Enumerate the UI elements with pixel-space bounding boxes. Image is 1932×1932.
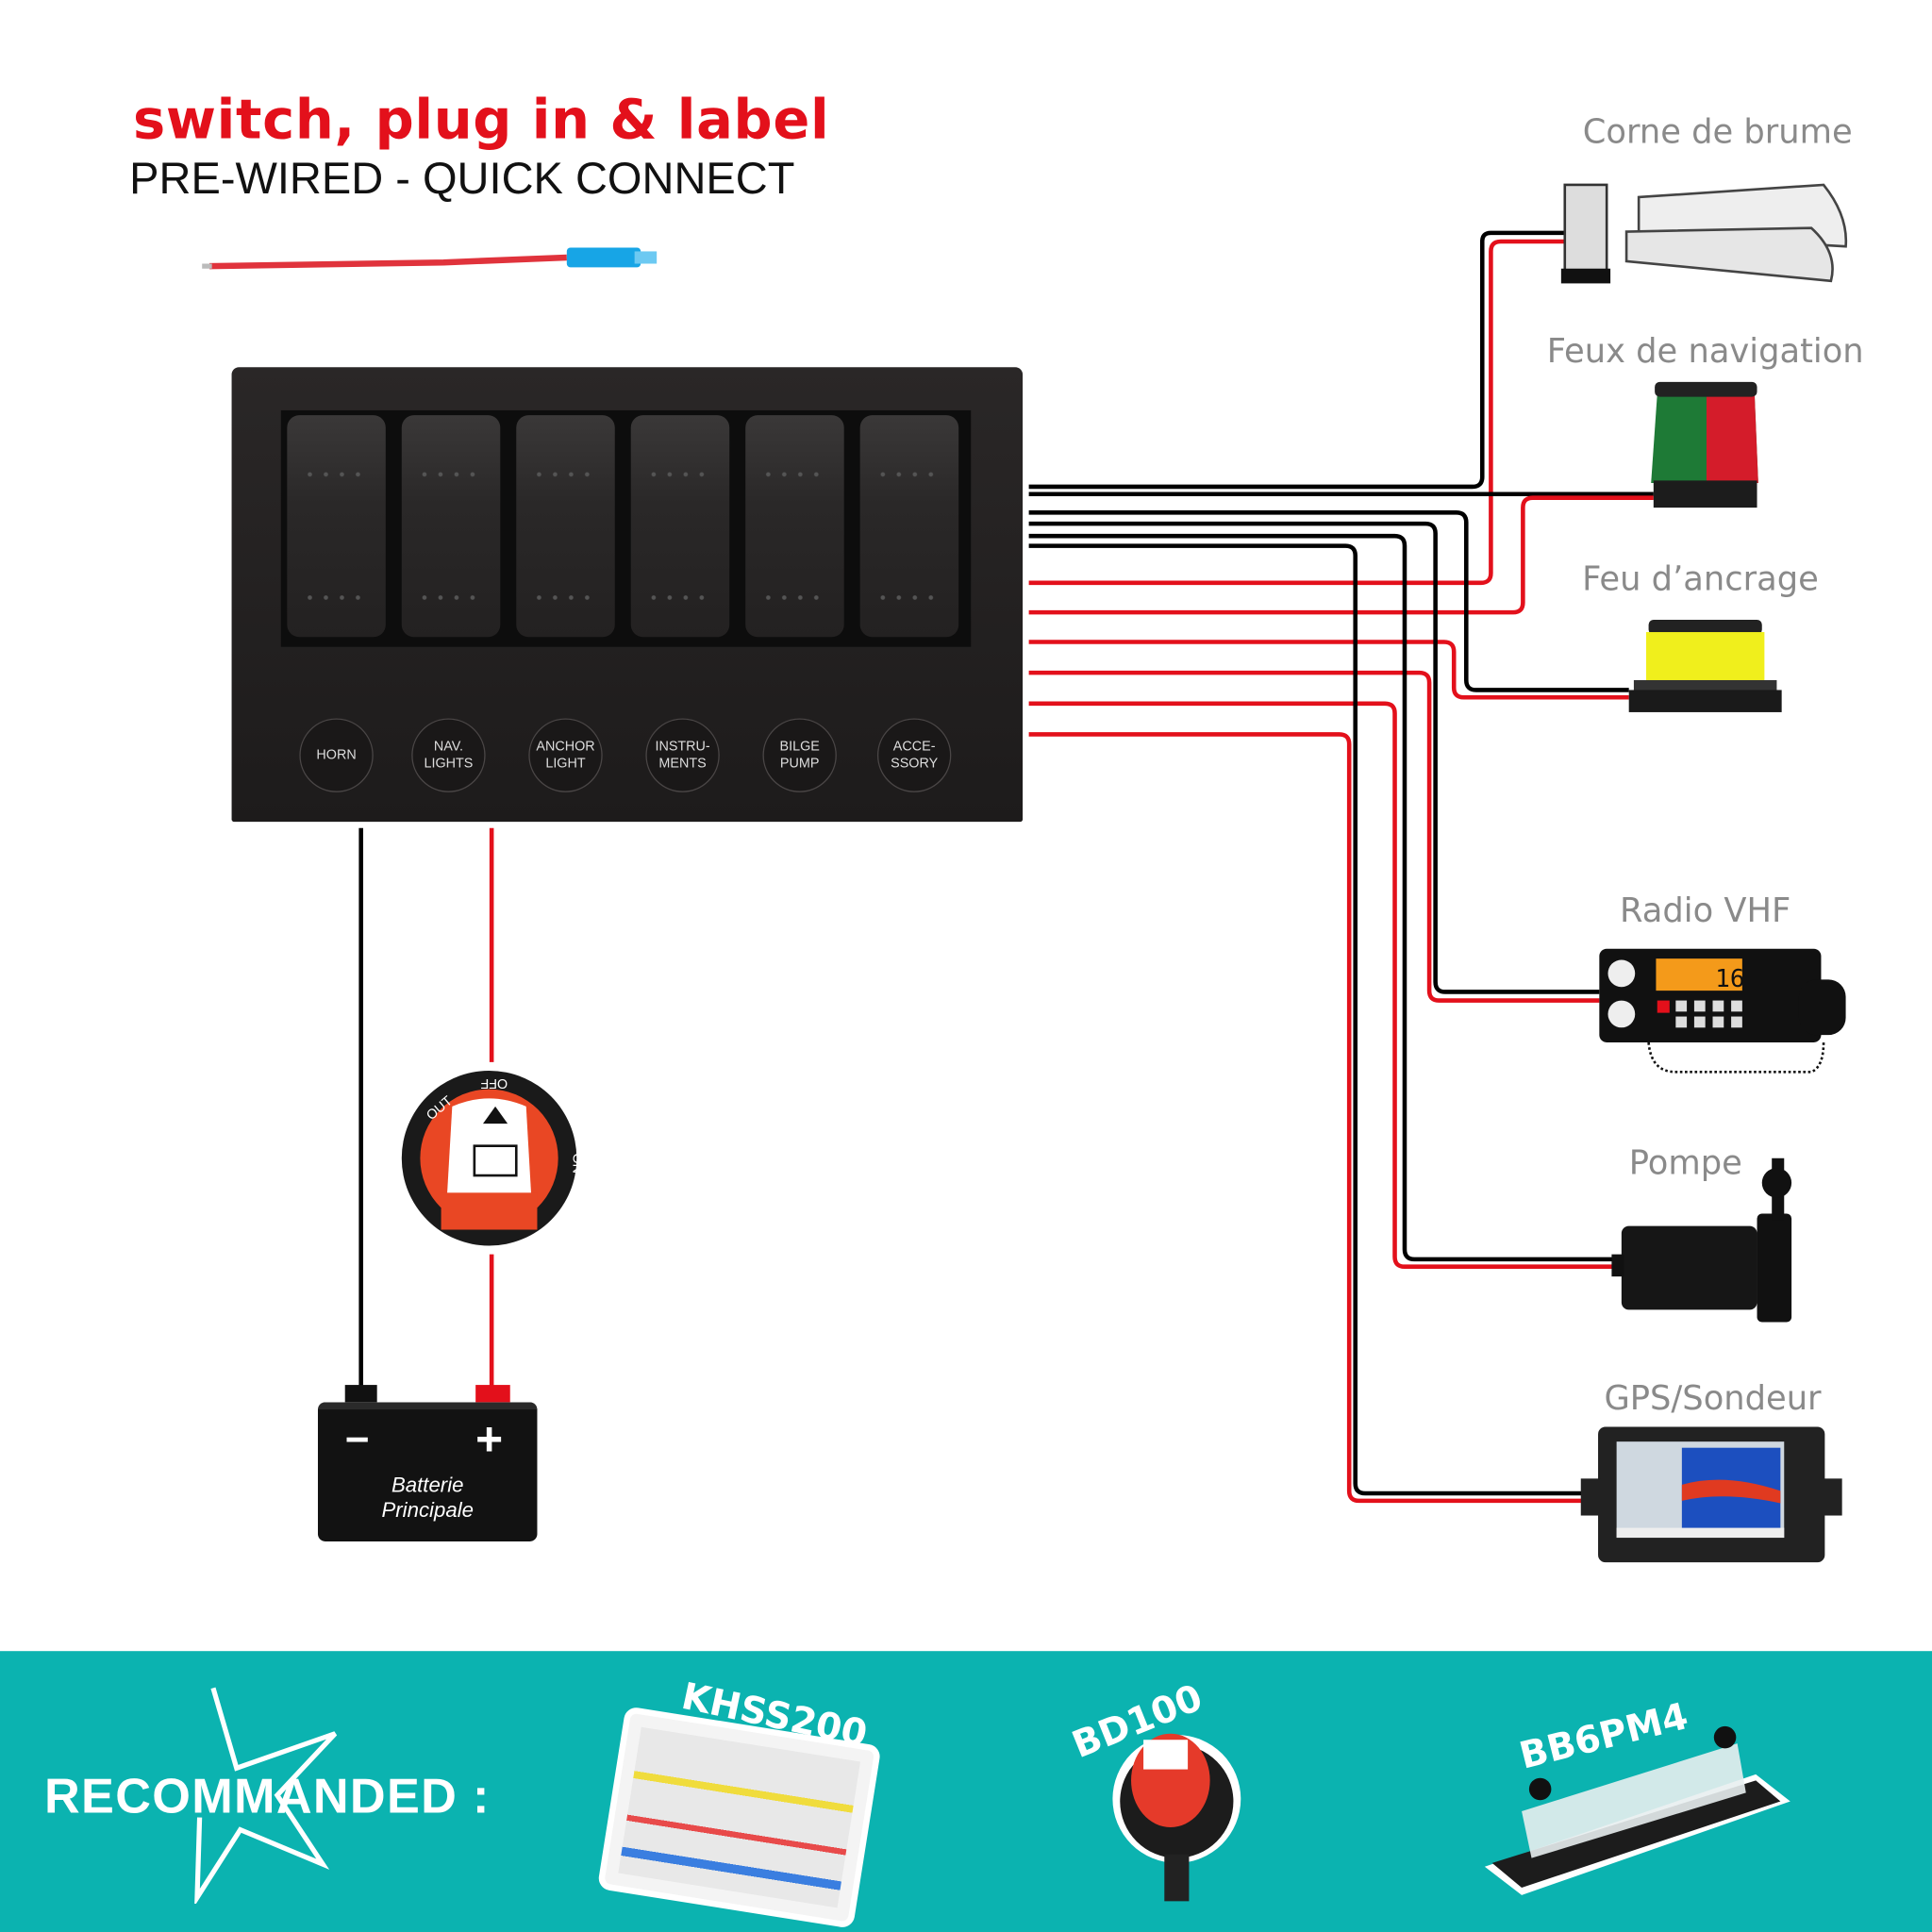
switch-label-accessory: ACCE- SSORY <box>876 718 952 792</box>
wire-nav-red <box>1028 495 1654 615</box>
rocker-switch-bilge-pump[interactable] <box>745 415 844 638</box>
device-label-nav-lights: Feux de navigation <box>1546 332 1864 372</box>
battery-plus: + <box>475 1414 504 1467</box>
rocker-switch-accessory[interactable] <box>859 415 959 638</box>
switch-off-label: OFF <box>480 1075 508 1091</box>
vhf-radio-icon <box>1599 948 1846 1074</box>
horn-icon <box>1560 183 1848 284</box>
wire-pump-red <box>1028 701 1617 1269</box>
product-image-bd100[interactable] <box>1096 1725 1269 1910</box>
wiring-diagram: 16 OFF OUT <box>344 183 1848 1563</box>
wire-horn-black <box>1028 230 1568 490</box>
gps-sounder-icon <box>1580 1426 1842 1563</box>
star-outline-icon <box>194 1687 338 1904</box>
subheadline: PRE-WIRED - QUICK CONNECT <box>129 152 795 204</box>
device-label-pump: Pompe <box>1628 1144 1742 1183</box>
switch-label-nav-lights: NAV. LIGHTS <box>411 718 486 792</box>
wire-anchor-black <box>1028 510 1629 692</box>
main-battery: − + Batterie Principale <box>317 1402 538 1541</box>
rocker-switch-anchor-light[interactable] <box>516 415 615 638</box>
wire-gps-black <box>1028 543 1584 1496</box>
wire-anchor-red <box>1028 640 1629 700</box>
rocker-switch-instruments[interactable] <box>630 415 730 638</box>
rocker-switch-nav-lights[interactable] <box>401 415 501 638</box>
anchor-light-icon <box>1628 619 1782 712</box>
battery-positive-terminal <box>475 1385 510 1403</box>
wire-radio-black <box>1028 521 1600 994</box>
device-label-gps: GPS/Sondeur <box>1604 1379 1822 1419</box>
switch-panel: HORN NAV. LIGHTS ANCHOR LIGHT INSTRU- ME… <box>231 367 1024 823</box>
product-image-bb6pm4[interactable] <box>1473 1725 1806 1910</box>
switch-label-bilge-pump: BILGE PUMP <box>762 718 837 792</box>
bilge-pump-icon <box>1611 1158 1792 1323</box>
radio-channel: 16 <box>1715 965 1744 993</box>
battery-minus: − <box>344 1417 370 1464</box>
wire-gps-red <box>1028 732 1584 1504</box>
navigation-light-icon <box>1651 381 1758 508</box>
switch-label-horn: HORN <box>299 718 374 792</box>
headline: switch, plug in & label <box>133 89 830 152</box>
battery-disconnect-switch-icon <box>401 1071 577 1246</box>
switch-label-instruments: INSTRU- MENTS <box>645 718 720 792</box>
rocker-bay <box>280 409 972 647</box>
device-label-radio: Radio VHF <box>1620 891 1791 931</box>
switch-label-anchor-light: ANCHOR LIGHT <box>528 718 603 792</box>
recommended-label: RECOMMANDED : <box>44 1769 491 1824</box>
wire-horn-red <box>1028 239 1568 586</box>
wire-pump-black <box>1028 533 1617 1262</box>
rocker-switch-horn[interactable] <box>287 415 386 638</box>
quick-connect-wire-icon <box>202 247 658 270</box>
switch-on-label: ON <box>569 1154 584 1174</box>
device-label-anchor-light: Feu d’ancrage <box>1582 560 1819 599</box>
device-label-horn: Corne de brume <box>1582 113 1853 152</box>
battery-label: Batterie Principale <box>381 1474 474 1523</box>
wire-radio-red <box>1028 670 1600 1003</box>
battery-negative-terminal <box>344 1385 377 1403</box>
